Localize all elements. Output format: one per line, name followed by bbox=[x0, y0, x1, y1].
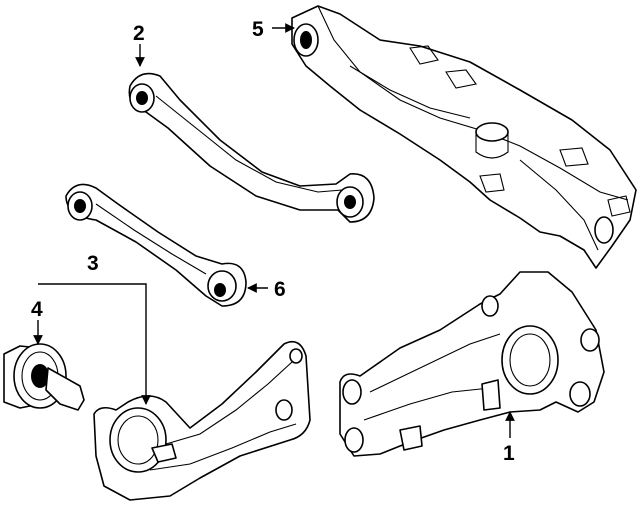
callout-5: 5 bbox=[252, 18, 264, 41]
lower-link-arm bbox=[65, 183, 247, 307]
leader-3 bbox=[38, 283, 151, 405]
bushing bbox=[3, 343, 85, 411]
callout-2: 2 bbox=[133, 22, 145, 45]
callout-4: 4 bbox=[31, 298, 43, 321]
knuckle-hub-carrier bbox=[339, 271, 605, 457]
trailing-arm bbox=[93, 340, 311, 501]
callout-6: 6 bbox=[274, 278, 286, 301]
callout-3: 3 bbox=[87, 252, 99, 275]
subframe-crossmember bbox=[291, 5, 637, 269]
callout-1: 1 bbox=[503, 442, 515, 465]
upper-control-arm bbox=[128, 72, 375, 223]
